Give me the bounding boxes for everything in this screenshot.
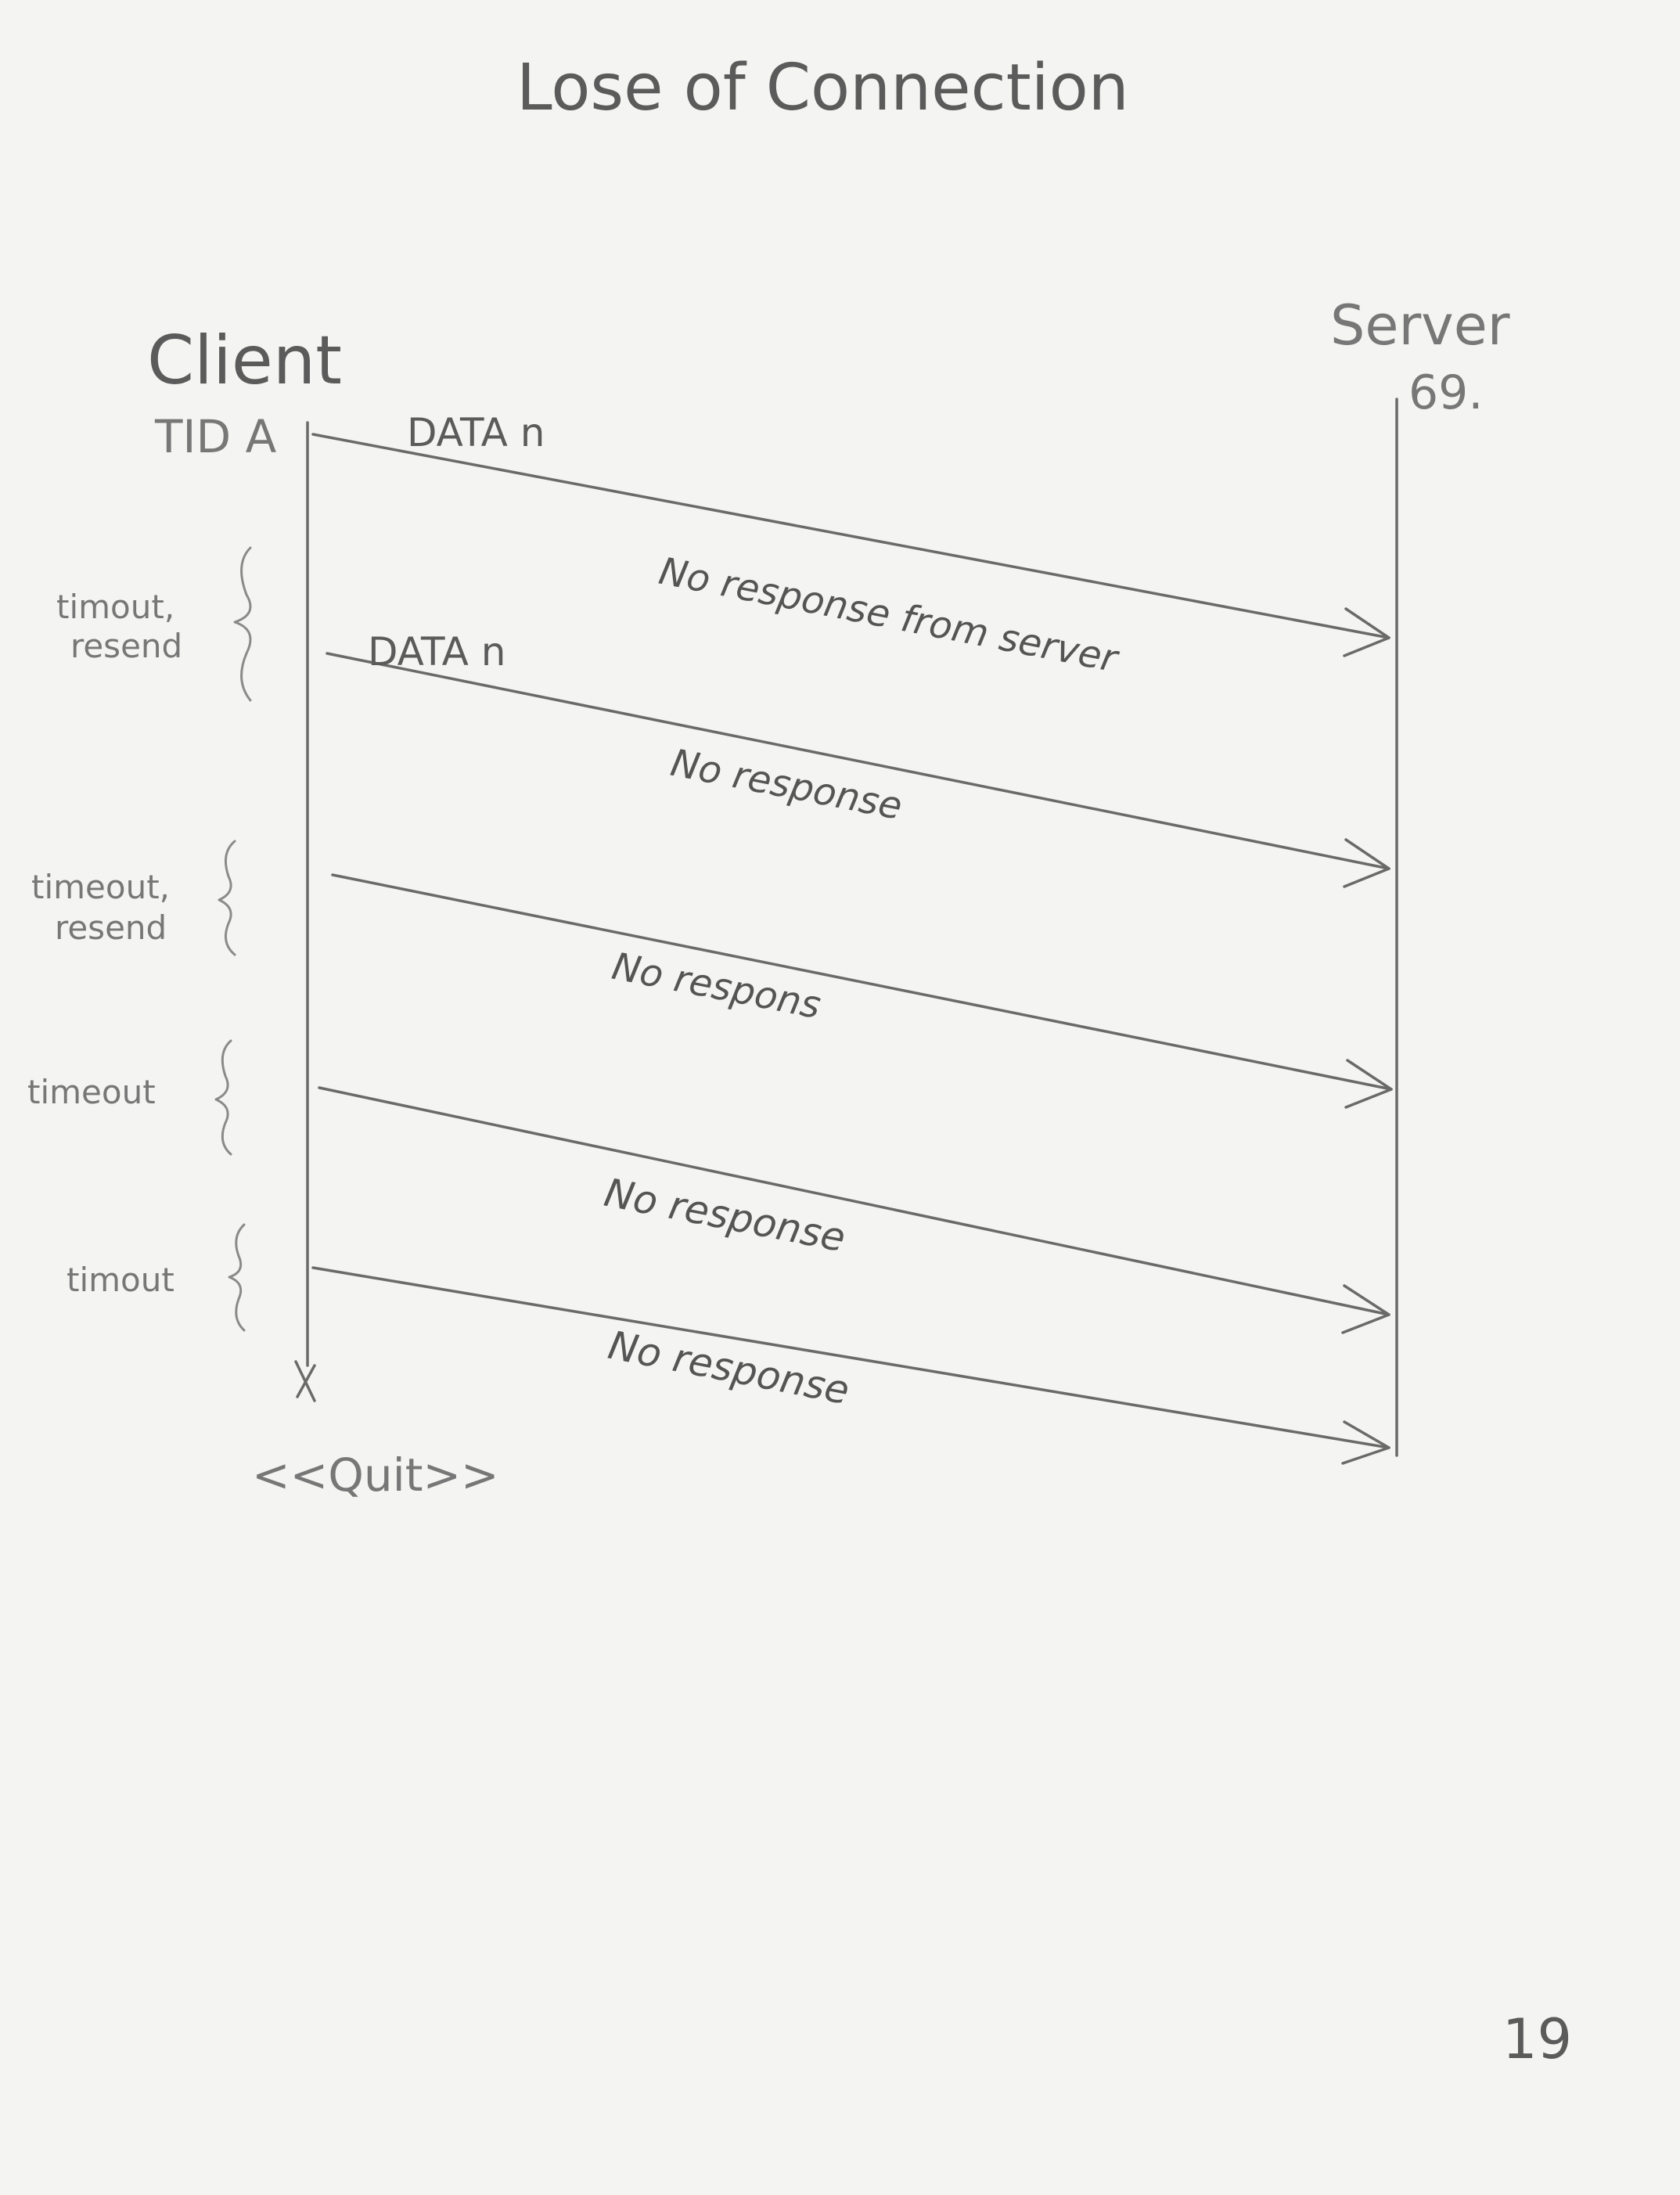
timeout-label-3: timeout	[27, 1073, 156, 1111]
message-label-1: DATA n	[407, 410, 545, 455]
timeout-label-1-line1: timout,	[56, 588, 174, 626]
server-id-label: 69.	[1408, 365, 1483, 420]
message-arrow-1	[311, 433, 1390, 657]
timeout-brace-1	[233, 546, 252, 702]
message-arrow-5	[311, 1266, 1390, 1465]
server-label: Server	[1330, 293, 1510, 358]
message-arrow-2	[326, 652, 1390, 888]
page-number: 19	[1502, 2007, 1572, 2071]
message-arrow-3	[331, 873, 1393, 1109]
diagram-title: Lose of Connection	[516, 51, 1129, 125]
timeout-brace-3	[214, 1039, 232, 1156]
message-note-1: No response from server	[656, 549, 1124, 682]
client-termination-x-icon	[294, 1360, 316, 1402]
message-note-4: No response	[601, 1170, 849, 1261]
message-arrow-4	[318, 1086, 1390, 1334]
message-label-2: DATA n	[368, 629, 505, 675]
message-note-3: No respons	[609, 945, 825, 1028]
timeout-label-2-line2: resend	[55, 909, 167, 947]
client-label: Client	[147, 322, 342, 400]
message-note-2: No response	[667, 741, 906, 829]
timeout-label-1-line2: resend	[70, 627, 182, 665]
client-tid-label: TID A	[154, 410, 277, 463]
quit-label: <<Quit>>	[252, 1448, 499, 1502]
timeout-label-4: timout	[67, 1261, 174, 1299]
timeout-brace-4	[228, 1223, 246, 1332]
timeout-label-2-line1: timeout,	[31, 868, 170, 906]
timeout-brace-2	[218, 840, 236, 956]
